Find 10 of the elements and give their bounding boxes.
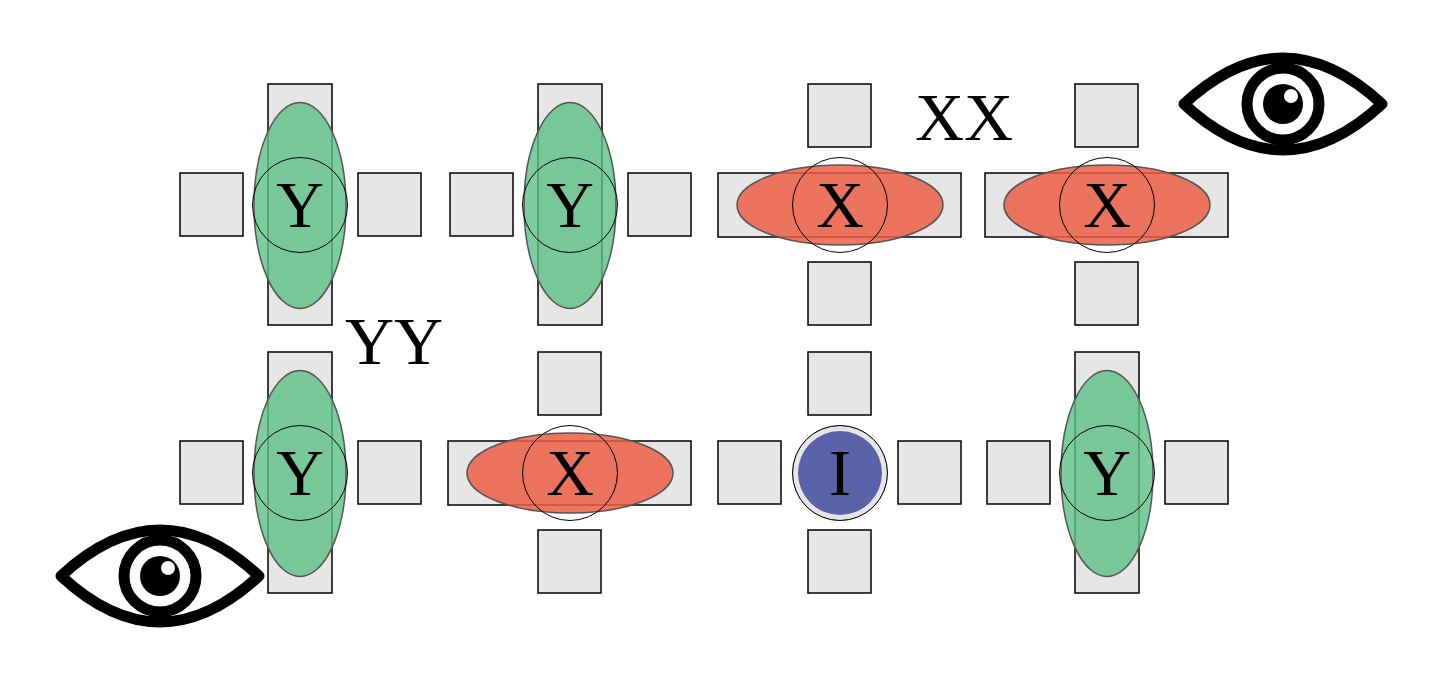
site-letter: Y — [546, 172, 594, 238]
site-letter: I — [829, 440, 851, 506]
site-letter: Y — [276, 172, 324, 238]
site-letter: Y — [1083, 440, 1131, 506]
site-letter: Y — [276, 440, 324, 506]
site-letter: X — [816, 172, 864, 238]
site-pair-label: YY — [345, 307, 444, 375]
site-pair-label: XX — [915, 83, 1014, 151]
site-letter: X — [546, 440, 594, 506]
site-letter: X — [1083, 172, 1131, 238]
